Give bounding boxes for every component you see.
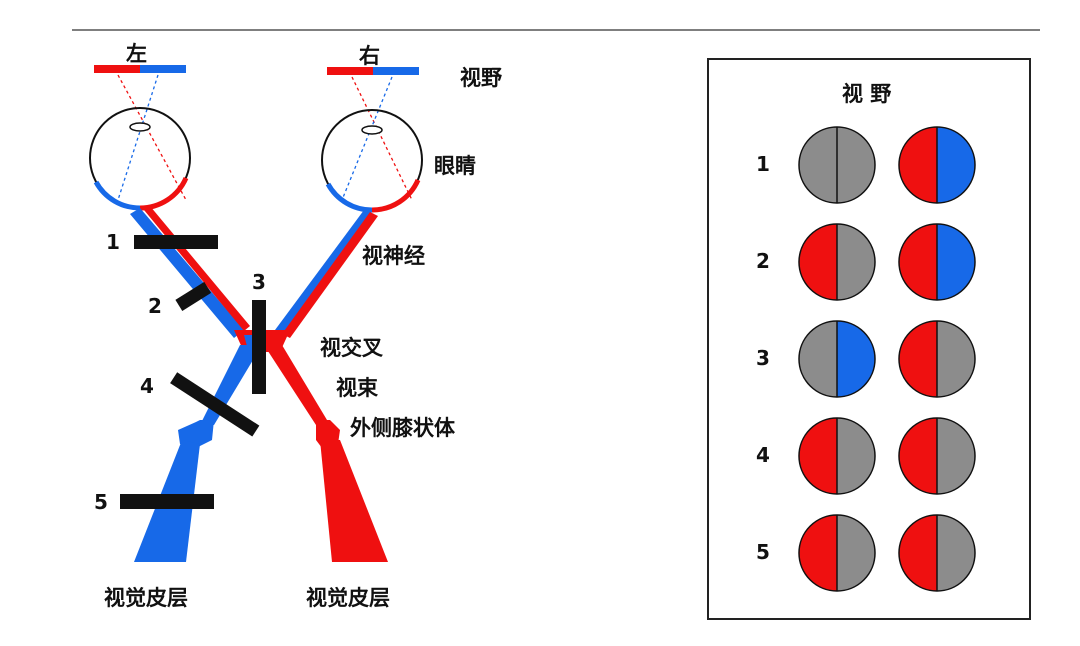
field-half-right [937, 321, 975, 397]
lesion-number-2: 2 [148, 294, 162, 318]
label-optic-nerve: 视神经 [362, 244, 425, 268]
lesion-number-4: 4 [140, 374, 154, 398]
right-eye-field-circle [898, 417, 976, 495]
left-eye-field-circle [798, 417, 876, 495]
field-half-left [799, 515, 837, 591]
lesion-bar-4 [170, 372, 260, 437]
panel-row-number: 5 [756, 540, 770, 564]
left-eye-field-circle [798, 126, 876, 204]
right-eye-ray-temporal [351, 76, 413, 201]
left-eye-field-circle [798, 514, 876, 592]
label-eye: 眼睛 [434, 154, 476, 178]
right-eye-field-circle [898, 514, 976, 592]
field-half-right [837, 127, 875, 203]
field-half-right [937, 418, 975, 494]
right-eye-field-bar [327, 67, 419, 75]
panel-row-number: 1 [756, 152, 770, 176]
label-left: 左 [126, 42, 147, 66]
lesion-bar-2 [175, 281, 212, 311]
field-half-right [837, 515, 875, 591]
field-half-left [899, 515, 937, 591]
field-half-left [899, 127, 937, 203]
right-eyeball [321, 109, 423, 213]
field-outline [798, 223, 876, 301]
field-outline [798, 320, 876, 398]
field-half-right [937, 127, 975, 203]
field-outline [798, 126, 876, 204]
label-lgn: 外侧膝状体 [350, 416, 455, 440]
lesion-number-3: 3 [252, 270, 266, 294]
label-visual-field: 视野 [460, 66, 502, 90]
lesion-number-5: 5 [94, 490, 108, 514]
field-half-right [837, 418, 875, 494]
field-outline [898, 514, 976, 592]
panel-row-number: 4 [756, 443, 770, 467]
lesion-number-1: 1 [106, 230, 120, 254]
field-outline [898, 417, 976, 495]
visual-field-panel [707, 58, 1031, 620]
field-half-right [837, 321, 875, 397]
right-optic-tract [264, 345, 330, 425]
panel-title: 视 野 [842, 82, 892, 106]
field-half-left [799, 418, 837, 494]
right-eye-field-circle [898, 126, 976, 204]
left-eyeball [89, 107, 191, 211]
field-half-right [937, 224, 975, 300]
field-half-left [799, 224, 837, 300]
field-half-left [899, 321, 937, 397]
label-optic-tract: 视束 [336, 376, 378, 400]
field-half-left [799, 321, 837, 397]
right-eye-ray-nasal [341, 76, 393, 201]
left-eye-field-circle [798, 320, 876, 398]
label-visual-cortex-right: 视觉皮层 [306, 586, 390, 610]
label-right: 右 [359, 44, 380, 68]
label-optic-chiasm: 视交叉 [320, 336, 383, 360]
field-outline [798, 514, 876, 592]
field-outline [898, 126, 976, 204]
left-eye-ray-nasal [117, 74, 159, 201]
left-eye-field-circle [798, 223, 876, 301]
field-half-left [799, 127, 837, 203]
lesion-bar-3 [252, 300, 266, 394]
panel-row-number: 2 [756, 249, 770, 273]
lesion-bar-5 [120, 494, 214, 509]
right-optic-nerve [275, 210, 378, 338]
field-half-right [837, 224, 875, 300]
field-outline [898, 223, 976, 301]
field-outline [898, 320, 976, 398]
field-half-left [899, 418, 937, 494]
right-optic-radiation [320, 440, 388, 562]
right-eye-field-circle [898, 223, 976, 301]
left-eye-field-bar [94, 65, 186, 73]
left-optic-nerve [130, 206, 250, 338]
left-lgn [178, 420, 214, 448]
right-eye-field-circle [898, 320, 976, 398]
label-visual-cortex-left: 视觉皮层 [104, 586, 188, 610]
field-outline [798, 417, 876, 495]
panel-row-number: 3 [756, 346, 770, 370]
lesion-bar-1 [134, 235, 218, 249]
field-half-left [899, 224, 937, 300]
field-half-right [937, 515, 975, 591]
